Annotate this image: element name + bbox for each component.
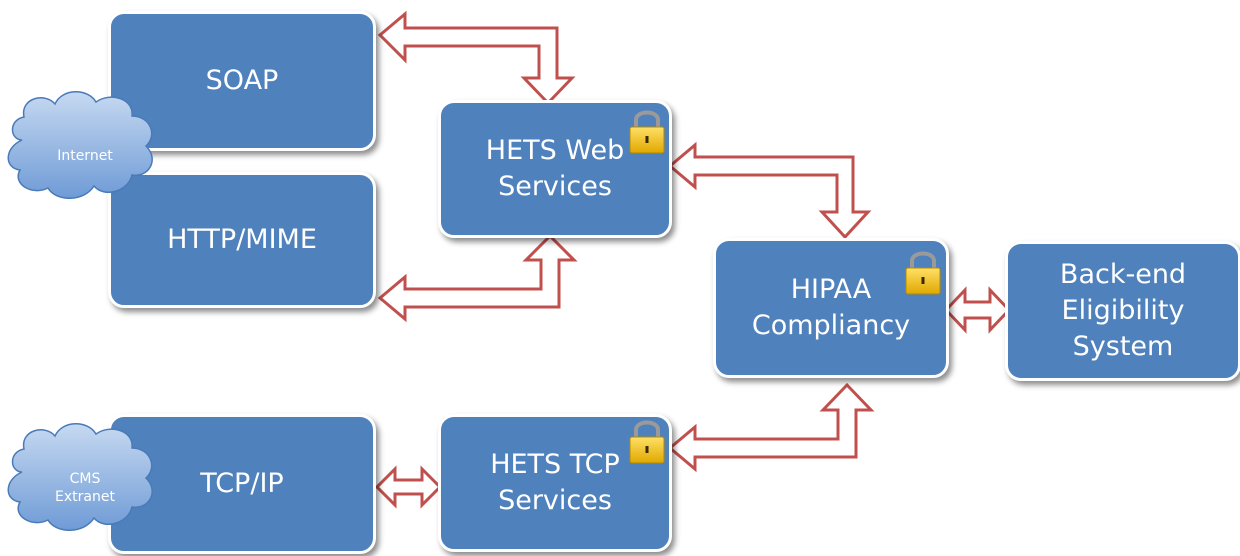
cms-extranet-label: CMS Extranet (55, 471, 115, 505)
hipaa-compliancy-box: HIPAA Compliancy (713, 238, 949, 378)
hets-web-padlock-icon (628, 110, 666, 155)
http-mime-box: HTTP/MIME (108, 172, 376, 308)
http-mime-label: HTTP/MIME (167, 224, 317, 255)
hipaa-padlock-icon (904, 251, 942, 296)
tcp-ip-box: TCP/IP (108, 414, 376, 554)
soap-label: SOAP (205, 65, 279, 96)
hets-web-services-label: HETS Web Services (485, 135, 625, 202)
hets-web-services-box: HETS Web Services (438, 100, 672, 238)
arrow-hets-tcp-to-hipaa (667, 382, 875, 473)
hets-tcp-padlock-icon (628, 420, 666, 465)
soap-box: SOAP (108, 11, 376, 151)
hipaa-compliancy-label: HIPAA Compliancy (751, 274, 911, 341)
backend-eligibility-label: Back-end Eligibility System (1059, 259, 1187, 362)
tcp-ip-label: TCP/IP (200, 468, 284, 499)
internet-label: Internet (57, 148, 113, 164)
cms-extranet-cloud-icon (7, 423, 153, 531)
hets-tcp-services-label: HETS TCP Services (490, 449, 620, 516)
backend-eligibility-box: Back-end Eligibility System (1005, 241, 1240, 381)
arrow-hets-web-to-hipaa (667, 141, 872, 240)
internet-cloud-icon (7, 91, 153, 199)
